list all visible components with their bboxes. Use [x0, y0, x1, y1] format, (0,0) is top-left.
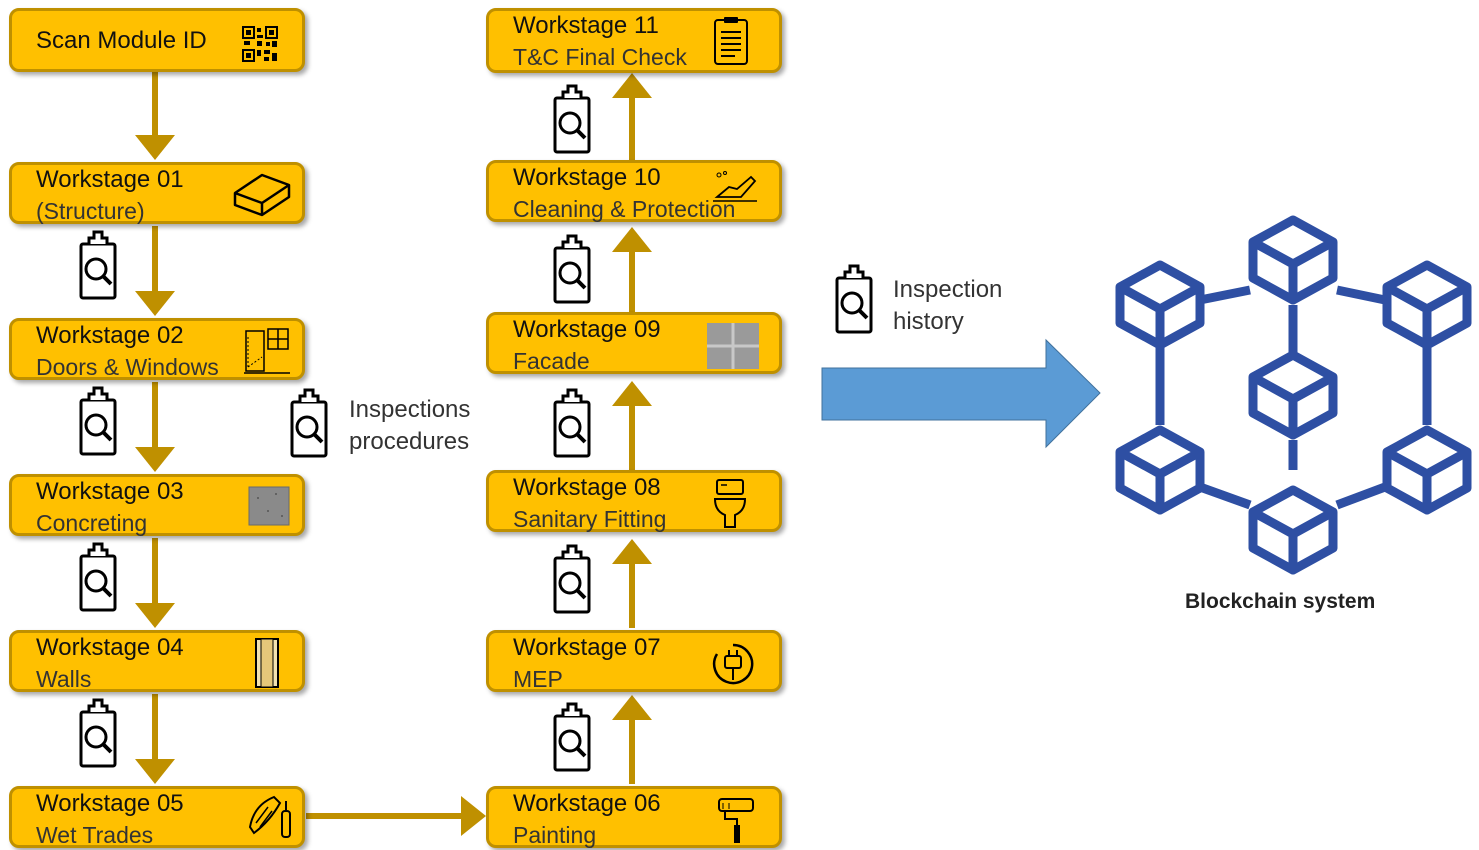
workstage-title: Workstage 08 — [513, 474, 661, 501]
workstage-subtitle: Painting — [513, 822, 597, 848]
block-cube — [1248, 485, 1338, 575]
workstage-subtitle: MEP — [513, 666, 563, 692]
workstage-08-box: Workstage 08 Sanitary Fitting — [486, 470, 782, 532]
clipboard-search-icon — [79, 230, 117, 300]
workstage-title: Workstage 03 — [36, 478, 184, 505]
workstage-title: Workstage 06 — [513, 790, 661, 817]
workstage-01-box: Workstage 01 (Structure) — [9, 162, 305, 224]
workstage-subtitle: Wet Trades — [36, 822, 154, 848]
paint-roller-icon — [718, 798, 754, 843]
workstage-subtitle: Doors & Windows — [36, 354, 219, 380]
blockchain-network-icon — [1155, 285, 1432, 510]
block-cube — [1382, 260, 1472, 350]
clipboard-search-icon — [79, 386, 117, 456]
legend-line-2: procedures — [349, 428, 470, 455]
facade-panel-icon — [707, 323, 759, 369]
workstage-subtitle: Cleaning & Protection — [513, 196, 736, 222]
workstage-title: Workstage 11 — [513, 12, 659, 39]
workstage-subtitle: T&C Final Check — [513, 44, 687, 70]
workstage-02-box: Workstage 02 Doors & Windows — [9, 318, 305, 380]
clipboard-search-icon — [553, 702, 591, 772]
clipboard-search-icon — [79, 698, 117, 768]
brick-icon — [233, 173, 291, 217]
plug-icon — [712, 643, 754, 685]
workstage-title: Workstage 01 — [36, 166, 184, 193]
scan-module-label: Scan Module ID — [36, 27, 207, 54]
clipboard-search-icon — [553, 388, 591, 458]
legend-line-1: Inspections — [349, 396, 471, 423]
workstage-11-box: Workstage 11 T&C Final Check — [486, 8, 782, 73]
workstage-subtitle: Concreting — [36, 510, 148, 536]
workstage-subtitle: Walls — [36, 666, 92, 692]
workstage-03-box: Workstage 03 Concreting — [9, 474, 305, 536]
block-cube — [1115, 260, 1205, 350]
block-cube — [1382, 425, 1472, 515]
workstage-09-box: Workstage 09 Facade — [486, 312, 782, 374]
history-clipboard-search-icon — [835, 264, 873, 334]
workstage-10-box: Workstage 10 Cleaning & Protection — [486, 160, 782, 222]
clipboard-search-icon — [553, 84, 591, 154]
workstage-06-box: Workstage 06 Painting — [486, 786, 782, 848]
clipboard-search-icon — [79, 542, 117, 612]
workstage-subtitle: Sanitary Fitting — [513, 506, 667, 532]
workstage-title: Workstage 05 — [36, 790, 184, 817]
legend-clipboard-search-icon — [290, 388, 328, 458]
clipboard-search-icon — [553, 234, 591, 304]
block-cube — [1248, 350, 1338, 440]
wall-icon — [255, 638, 279, 688]
trowel-icon — [248, 795, 291, 838]
workstage-04-box: Workstage 04 Walls — [9, 630, 305, 692]
big-arrow — [821, 338, 1101, 449]
history-line-2: history — [893, 308, 964, 335]
block-cube — [1115, 425, 1205, 515]
workstage-title: Workstage 09 — [513, 316, 661, 343]
scan-module-box: Scan Module ID — [9, 8, 305, 72]
qr-code-icon — [242, 26, 278, 62]
toilet-icon — [713, 479, 747, 528]
blockchain-system-label: Blockchain system — [1185, 590, 1376, 613]
checklist-icon — [714, 17, 748, 65]
door-window-icon — [244, 328, 290, 374]
workstage-title: Workstage 10 — [513, 164, 661, 191]
block-cube — [1248, 215, 1338, 305]
concrete-icon — [248, 486, 290, 526]
cleaning-icon — [713, 171, 757, 202]
clipboard-search-icon — [553, 544, 591, 614]
workstage-title: Workstage 04 — [36, 634, 184, 661]
workstage-subtitle: Facade — [513, 348, 590, 374]
workstage-title: Workstage 02 — [36, 322, 184, 349]
inspection-history-label: Inspection history — [893, 274, 1002, 338]
inspections-procedures-label: Inspections procedures — [349, 394, 470, 458]
workstage-title: Workstage 07 — [513, 634, 661, 661]
workstage-05-box: Workstage 05 Wet Trades — [9, 786, 305, 848]
workstage-07-box: Workstage 07 MEP — [486, 630, 782, 692]
workstage-subtitle: (Structure) — [36, 198, 145, 224]
history-line-1: Inspection — [893, 276, 1003, 303]
